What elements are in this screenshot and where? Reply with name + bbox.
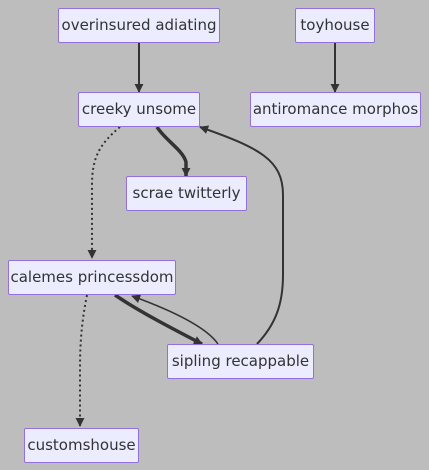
edge-calemes-to-customshouse [75,294,88,427]
edge-sipling-to-calemes [131,294,219,345]
node-creeky-unsome[interactable]: creeky unsome [78,92,200,127]
node-label: antiromance morphos [252,100,419,118]
edge-creeky-to-calemes [87,126,121,259]
node-scrae-twitterly[interactable]: scrae twitterly [126,176,247,211]
node-label: calemes princessdom [10,268,174,286]
node-calemes-princessdom[interactable]: calemes princessdom [8,260,176,295]
node-customshouse[interactable]: customshouse [24,428,139,463]
node-overinsured-adiating[interactable]: overinsured adiating [58,8,220,43]
node-label: creeky unsome [81,100,197,118]
edge-creeky-to-scrae [155,126,191,177]
node-label: sipling recappable [171,352,310,370]
node-label: overinsured adiating [61,16,217,34]
node-antiromance-morphos[interactable]: antiromance morphos [250,92,421,127]
edge-sipling-to-creeky [199,125,284,345]
node-label: customshouse [27,436,136,454]
node-sipling-recappable[interactable]: sipling recappable [167,344,314,379]
node-toyhouse[interactable]: toyhouse [295,8,375,43]
node-label: scrae twitterly [132,184,241,202]
node-label: toyhouse [300,16,370,34]
edge-calemes-to-sipling [114,293,203,346]
